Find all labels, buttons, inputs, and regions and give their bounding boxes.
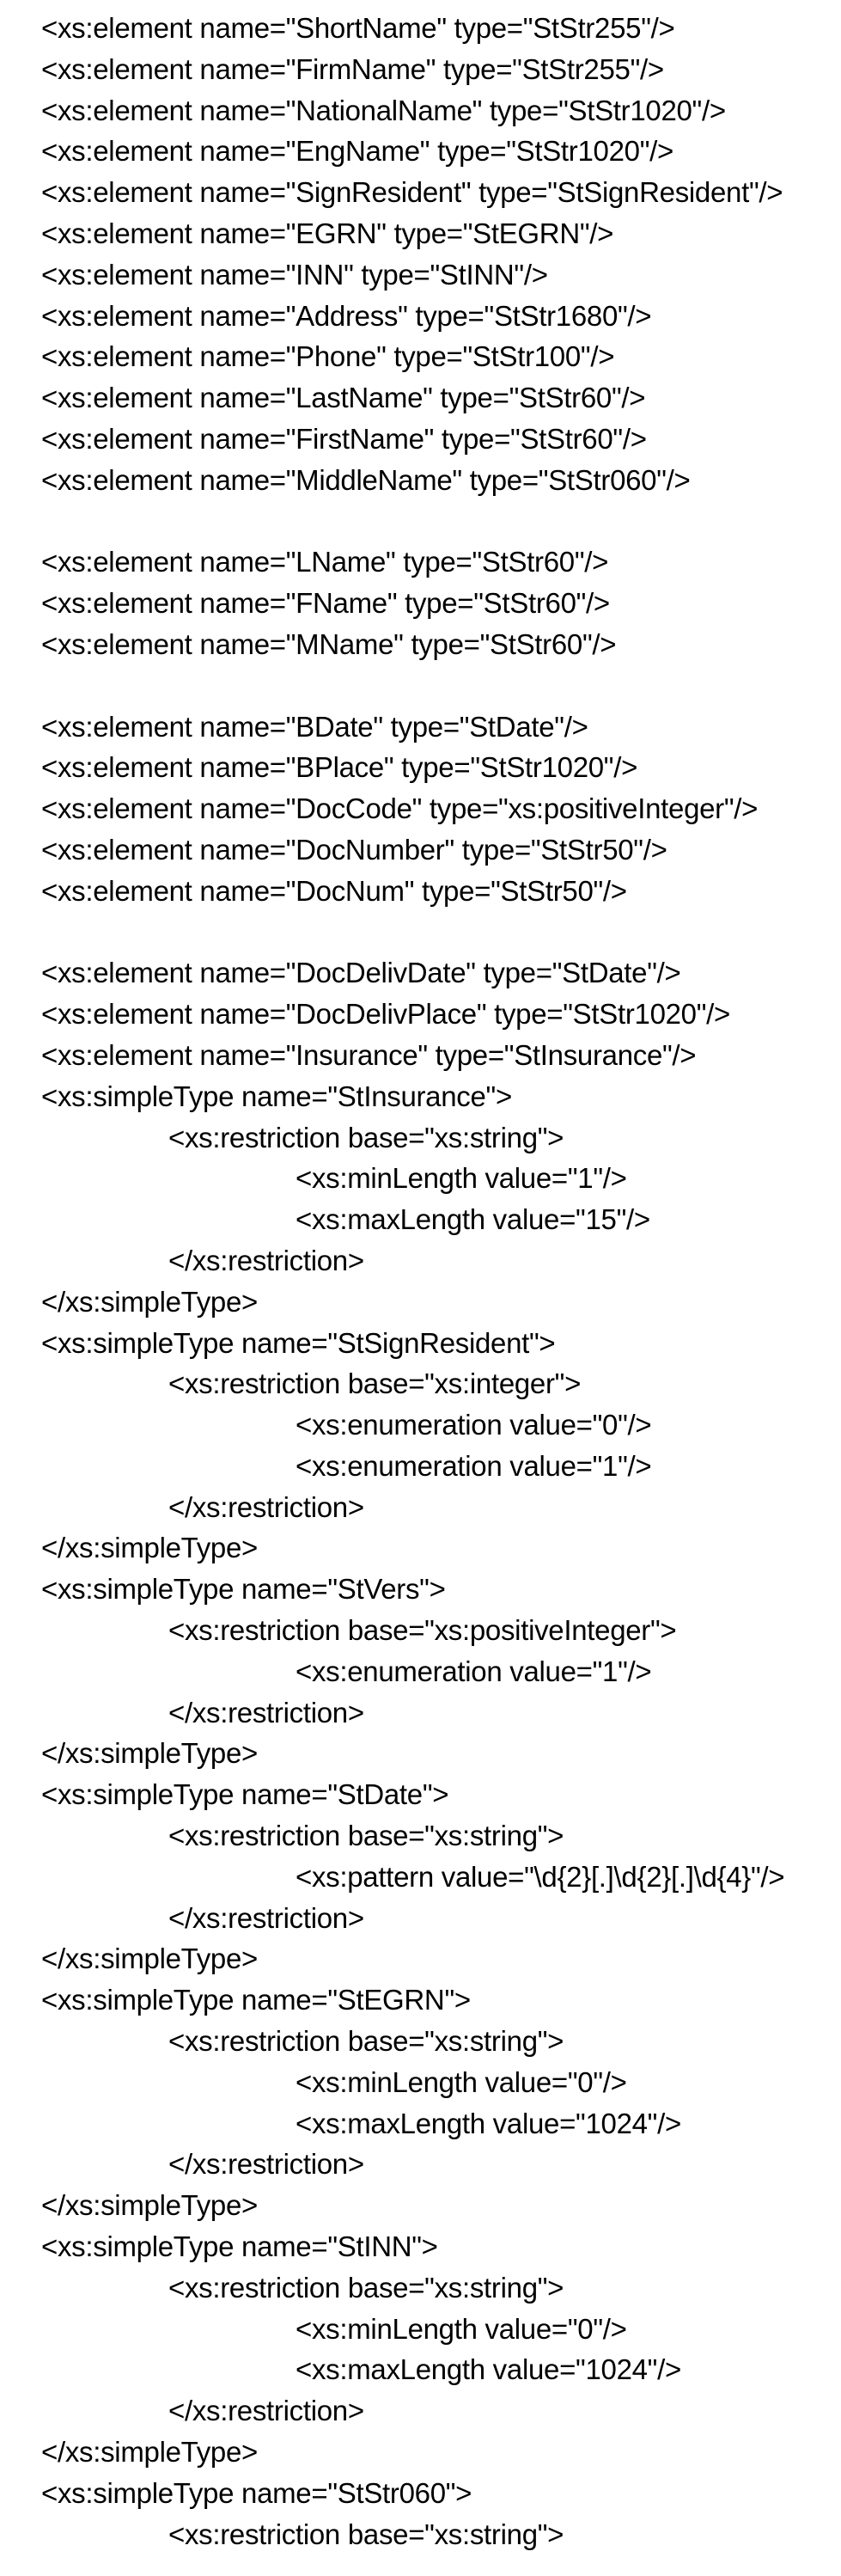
code-line: <xs:element name="DocNum" type="StStr50"… [41, 874, 627, 907]
code-line: </xs:simpleType> [41, 2436, 258, 2469]
code-line: <xs:enumeration value="0"/> [296, 1409, 652, 1441]
code-line: <xs:simpleType name="StVers"> [41, 1573, 446, 1606]
code-line: <xs:element name="LastName" type="StStr6… [41, 382, 646, 414]
code-line: </xs:simpleType> [41, 1285, 258, 1318]
code-line: <xs:element name="INN" type="StINN"/> [41, 258, 548, 291]
code-line: </xs:restriction> [168, 1696, 364, 1729]
code-line: <xs:simpleType name="StSignResident"> [41, 1326, 556, 1359]
blank-line [0, 501, 841, 542]
code-line: <xs:element name="MName" type="StStr60"/… [41, 627, 617, 660]
code-line: <xs:element name="Address" type="StStr16… [41, 299, 652, 332]
code-line: <xs:simpleType name="StINN"> [41, 2230, 438, 2263]
code-line: <xs:enumeration value="1"/> [296, 1655, 652, 1687]
code-line: <xs:element name="FirmName" type="StStr2… [41, 52, 664, 85]
code-line: <xs:simpleType name="StEGRN"> [41, 1984, 471, 2016]
code-line: <xs:element name="DocDelivPlace" type="S… [41, 998, 730, 1031]
code-line: <xs:element name="FirstName" type="StStr… [41, 422, 647, 455]
code-line: <xs:restriction base="xs:string"> [168, 2271, 564, 2304]
code-line: <xs:restriction base="xs:positiveInteger… [168, 1614, 677, 1647]
xml-schema-listing: <xs:element name="ShortName" type="StStr… [0, 8, 841, 2555]
code-line: <xs:element name="NationalName" type="St… [41, 94, 726, 126]
code-line: </xs:restriction> [168, 2148, 364, 2181]
code-line: </xs:restriction> [168, 1244, 364, 1276]
code-line: <xs:restriction base="xs:string"> [168, 2518, 564, 2550]
code-line: <xs:element name="DocCode" type="xs:posi… [41, 792, 759, 825]
code-line: <xs:element name="EGRN" type="StEGRN"/> [41, 217, 614, 249]
code-line: </xs:restriction> [168, 1901, 364, 1934]
code-line: <xs:maxLength value="1024"/> [296, 2353, 681, 2386]
code-line: </xs:simpleType> [41, 1532, 258, 1564]
code-line: <xs:restriction base="xs:string"> [168, 1820, 564, 1852]
code-line: <xs:element name="DocDelivDate" type="St… [41, 957, 681, 989]
code-line: </xs:restriction> [168, 1490, 364, 1523]
code-line: <xs:restriction base="xs:string"> [168, 2025, 564, 2058]
code-line: <xs:element name="BPlace" type="StStr102… [41, 751, 638, 784]
code-line: <xs:element name="ShortName" type="StStr… [41, 12, 675, 44]
code-line: <xs:maxLength value="1024"/> [296, 2107, 681, 2139]
code-line: <xs:minLength value="0"/> [296, 2065, 627, 2098]
code-line: <xs:element name="SignResident" type="St… [41, 176, 783, 209]
code-line: <xs:element name="EngName" type="StStr10… [41, 135, 673, 168]
code-line: <xs:element name="Phone" type="StStr100"… [41, 340, 615, 373]
code-line: </xs:simpleType> [41, 1943, 258, 1975]
code-line: <xs:simpleType name="StInsurance"> [41, 1080, 512, 1112]
code-line: <xs:pattern value="\d{2}[.]\d{2}[.]\d{4}… [296, 1860, 785, 1893]
blank-line [0, 665, 841, 707]
code-line: <xs:element name="FName" type="StStr60"/… [41, 587, 610, 620]
code-line: <xs:restriction base="xs:string"> [168, 1121, 564, 1153]
code-line: <xs:element name="BDate" type="StDate"/> [41, 710, 588, 743]
code-line: <xs:restriction base="xs:integer"> [168, 1368, 582, 1400]
code-line: <xs:element name="LName" type="StStr60"/… [41, 546, 609, 578]
code-line: <xs:element name="DocNumber" type="StStr… [41, 833, 667, 866]
code-line: </xs:simpleType> [41, 2189, 258, 2222]
code-line: <xs:maxLength value="15"/> [296, 1203, 650, 1236]
code-line: <xs:minLength value="0"/> [296, 2312, 627, 2345]
code-line: <xs:simpleType name="StDate"> [41, 1778, 449, 1811]
code-line: </xs:restriction> [168, 2395, 364, 2427]
code-line: <xs:simpleType name="StStr060"> [41, 2476, 472, 2509]
code-line: <xs:minLength value="1"/> [296, 1162, 627, 1195]
code-line: </xs:simpleType> [41, 1737, 258, 1770]
code-line: <xs:element name="MiddleName" type="StSt… [41, 463, 691, 496]
blank-line [0, 912, 841, 953]
code-line: <xs:element name="Insurance" type="StIns… [41, 1038, 697, 1071]
code-line: <xs:enumeration value="1"/> [296, 1449, 652, 1482]
